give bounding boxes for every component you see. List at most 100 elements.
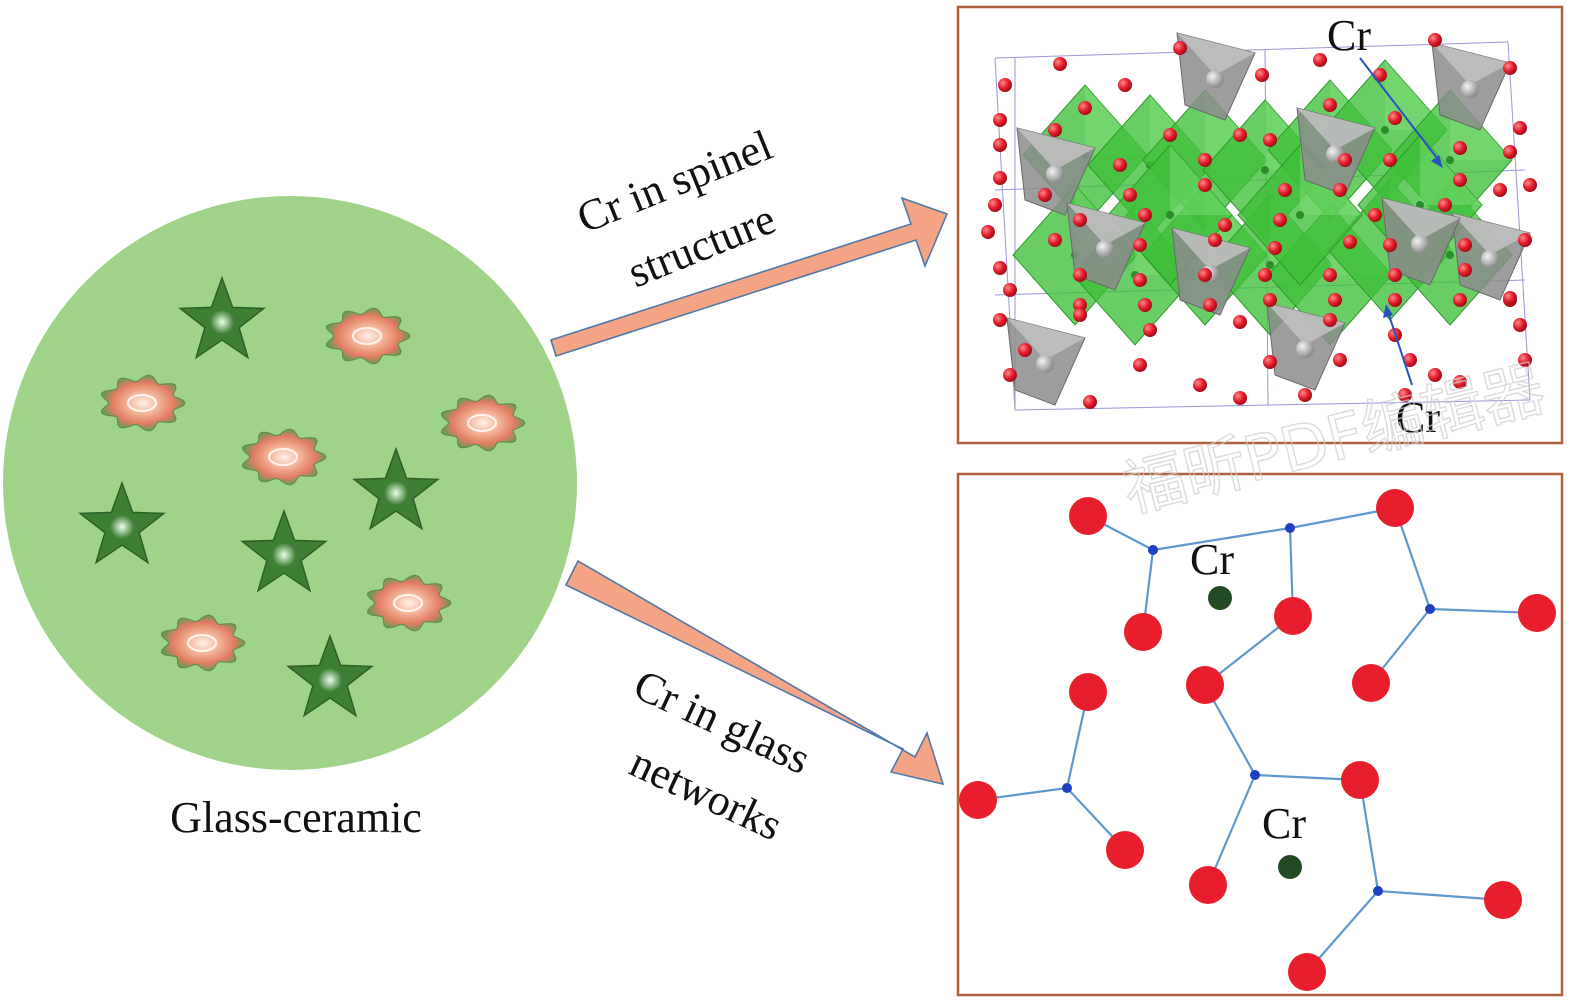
oxygen-atom	[1069, 497, 1107, 535]
oxygen-atom	[1338, 153, 1352, 167]
oxygen-atom	[1263, 355, 1277, 369]
oxygen-atoms	[981, 33, 1537, 409]
tetrahedron-facet	[1017, 128, 1095, 170]
oxygen-atom	[1073, 268, 1087, 282]
oxygen-atom	[1518, 233, 1532, 247]
oxygen-atom	[1274, 597, 1312, 635]
unit-cell-edge	[1014, 399, 1531, 411]
tetrahedral-cation	[1096, 240, 1114, 258]
oxygen-atom	[1341, 761, 1379, 799]
glass-inclusion-core	[467, 414, 497, 432]
oxygen-atom	[1298, 388, 1312, 402]
chromium-center	[1261, 166, 1269, 174]
glass-inclusion-flower	[241, 428, 327, 486]
glass-panel-border	[956, 472, 1564, 997]
oxygen-atom	[1273, 213, 1287, 227]
oxygen-atom	[1038, 188, 1052, 202]
oxygen-atom	[1288, 953, 1326, 991]
oxygen-atom	[1268, 241, 1282, 255]
oxygen-atom	[1138, 208, 1152, 222]
glass-phase-inclusions	[100, 307, 526, 672]
tetrahedral-cation	[1036, 355, 1054, 373]
glass-ceramic-label: Glass-ceramic	[170, 793, 422, 842]
oxygen-atom	[1255, 68, 1269, 82]
glass-inclusion-flower	[160, 614, 246, 672]
oxygen-atom	[1218, 218, 1232, 232]
chromium-center	[1296, 211, 1304, 219]
oxygen-atom	[1383, 238, 1397, 252]
spinel-cr-label-bottom: Cr	[1396, 393, 1440, 442]
oxygen-atom	[1053, 57, 1067, 71]
oxygen-atom	[1069, 673, 1107, 711]
unit-cell-edge	[994, 41, 1509, 59]
oxygen-atom	[1186, 666, 1224, 704]
oxygen-atom	[1048, 123, 1062, 137]
network-former-node	[1285, 523, 1295, 533]
oxygen-atom	[1333, 183, 1347, 197]
oxygen-atom	[1453, 375, 1467, 389]
oxygen-atom	[1328, 293, 1342, 307]
oxygen-atom	[1073, 298, 1087, 312]
oxygen-atom	[1383, 153, 1397, 167]
oxygen-atom	[1376, 489, 1414, 527]
oxygen-atom	[1263, 293, 1277, 307]
oxygen-atom	[1484, 881, 1522, 919]
star-crystal-highlight	[272, 543, 296, 567]
network-former-node	[1373, 886, 1383, 896]
glass-inclusion-flower	[325, 307, 411, 365]
oxygen-atom	[1113, 158, 1127, 172]
chromium-center	[1446, 156, 1454, 164]
oxygen-atom	[1198, 178, 1212, 192]
tetrahedral-cation	[1481, 250, 1499, 268]
oxygen-atom	[1368, 208, 1382, 222]
oxygen-atom	[1198, 153, 1212, 167]
oxygen-atom	[981, 225, 995, 239]
oxygen-atom	[1438, 198, 1452, 212]
oxygen-atom	[1003, 283, 1017, 297]
glass-path-arrow	[564, 559, 945, 786]
oxygen-atom	[1143, 323, 1157, 337]
chromium-atom-upper	[1208, 586, 1232, 610]
tetrahedral-cation	[1411, 235, 1429, 253]
star-crystal-highlight	[210, 310, 234, 334]
glass-cr-label-top: Cr	[1190, 535, 1234, 584]
network-former-nodes	[1062, 523, 1435, 896]
oxygen-atom	[1003, 368, 1017, 382]
oxygen-atom	[1263, 133, 1277, 147]
network-bond	[1152, 526, 1291, 552]
oxygen-atom	[1343, 235, 1357, 249]
cr-pointer-bottom-head	[1383, 304, 1393, 318]
network-former-node	[1250, 770, 1260, 780]
cr-pointer-bottom	[1387, 311, 1413, 386]
star-crystal-highlight	[384, 481, 408, 505]
oxygen-atom	[1398, 388, 1412, 402]
oxygen-atom	[1323, 313, 1337, 327]
tetrahedral-cation	[1206, 70, 1224, 88]
network-former-node	[1062, 783, 1072, 793]
tetrahedron-facet	[1067, 203, 1145, 245]
network-bond	[1206, 774, 1257, 886]
oxygen-atom	[1073, 213, 1087, 227]
oxygen-atom	[1138, 298, 1152, 312]
oxygen-atom	[1373, 68, 1387, 82]
oxygen-atom	[1258, 268, 1272, 282]
oxygen-atom	[1503, 61, 1517, 75]
oxygen-atom	[959, 781, 997, 819]
oxygen-atom	[1083, 395, 1097, 409]
glass-inclusion-flower	[100, 374, 186, 432]
oxygen-atom	[1173, 41, 1187, 55]
oxygen-atom	[993, 261, 1007, 275]
oxygen-atom	[1133, 358, 1147, 372]
glass-ceramic-particle	[3, 196, 577, 770]
oxygen-atom	[1106, 831, 1144, 869]
oxygen-atom	[1523, 178, 1537, 192]
oxygen-atom	[1388, 111, 1402, 125]
glass-inclusion-flower	[366, 574, 452, 632]
network-former-node	[1148, 545, 1158, 555]
oxygen-atom	[1123, 188, 1137, 202]
oxygen-atom	[1233, 391, 1247, 405]
oxygen-atom	[1203, 298, 1217, 312]
glass-network-panel: Cr Cr	[956, 472, 1564, 997]
glass-inclusion-core	[268, 448, 298, 466]
chromium-center	[1446, 251, 1454, 259]
